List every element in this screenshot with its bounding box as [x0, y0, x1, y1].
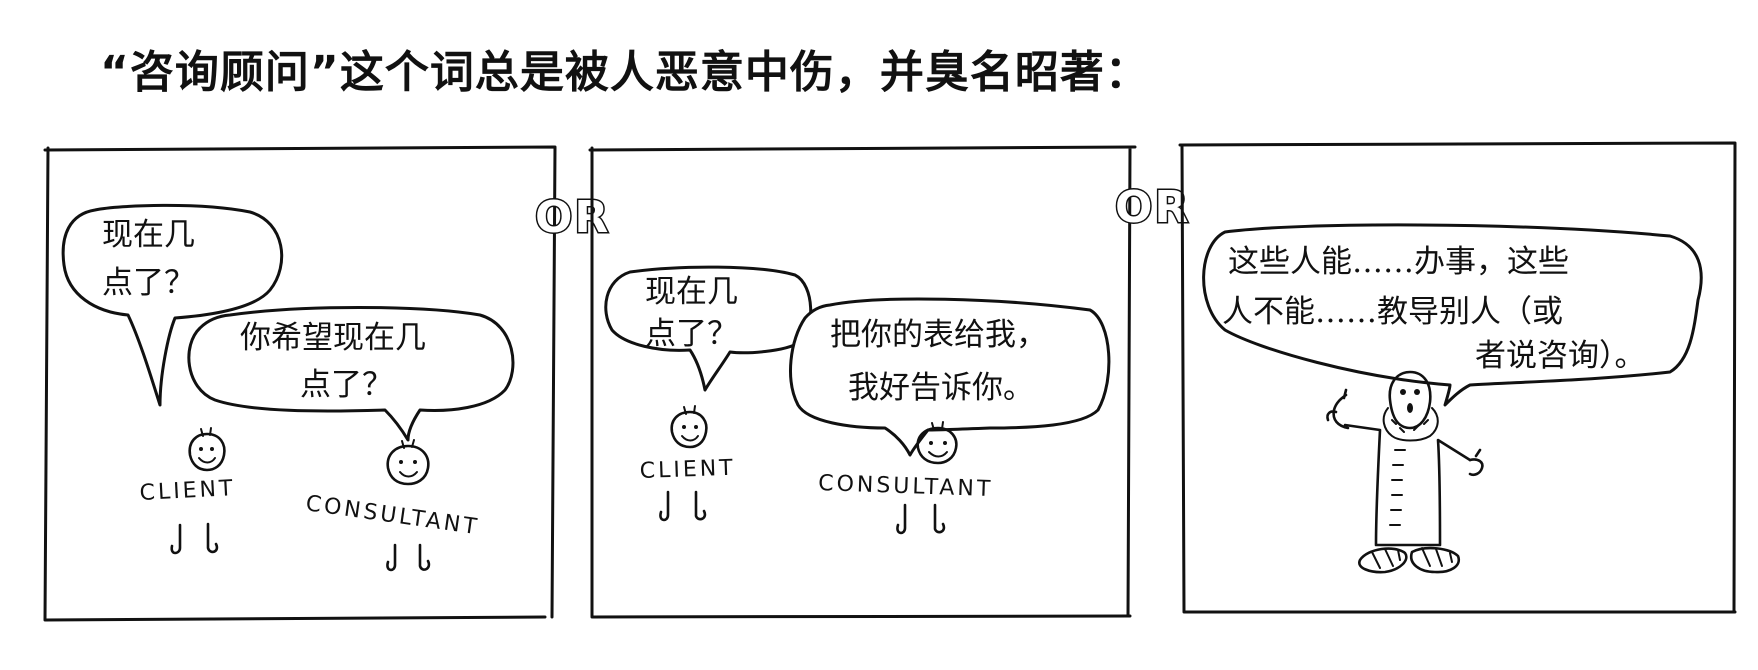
panel-1-client-text-2: 点了？ — [102, 265, 195, 301]
panel-2-client-text-1: 现在几 — [645, 274, 738, 310]
robed-man-figure — [1326, 370, 1484, 574]
panel-1-consultant-label: CONSULTANT — [304, 491, 481, 540]
panel-3-text-3: 者说咨询）。 — [1475, 338, 1646, 374]
feet-icon — [896, 503, 946, 535]
smiley-face-icon — [386, 439, 430, 486]
panel-3-text-2: 人不能……教导别人（或 — [1222, 294, 1563, 330]
panel-2-consultant-text-2: 我好告诉你。 — [848, 370, 1034, 406]
panel-1-border — [43, 145, 557, 622]
hand-icon — [1326, 388, 1350, 430]
panel-1-client-bubble — [61, 203, 284, 407]
smiley-face-icon — [188, 427, 226, 472]
sandal-icon — [1409, 546, 1461, 574]
panel-2: 现在几 点了？ 把你的表给我， 我好告诉你。 CLIENT — [588, 145, 1137, 619]
panel-3-text-1: 这些人能……办事，这些 — [1228, 244, 1569, 280]
sandal-icon — [1358, 547, 1408, 574]
panel-3-speech-bubble — [1202, 223, 1703, 407]
panel-2-client-text-2: 点了？ — [645, 316, 738, 352]
feet-icon — [170, 522, 219, 555]
feet-icon — [659, 490, 707, 522]
panel-2-consultant-label: CONSULTANT — [818, 471, 994, 502]
feet-icon — [386, 543, 431, 572]
panel-1: 现在几 点了？ 你希望现在几 点了？ CLIENT — [43, 145, 557, 622]
or-separator-1: OR — [535, 192, 610, 243]
panel-2-border — [588, 145, 1137, 619]
panel-1-consultant-bubble — [187, 306, 515, 442]
panel-1-client-label: CLIENT — [139, 476, 236, 506]
page-heading: “咨询顾问”这个词总是被人恶意中伤，并臭名昭著： — [100, 47, 1150, 98]
panel-3-border — [1178, 141, 1737, 614]
panel-3: 这些人能……办事，这些 人不能……教导别人（或 者说咨询）。 — [1178, 141, 1737, 614]
panel-2-consultant-text-1: 把你的表给我， — [830, 317, 1047, 353]
smiley-face-icon — [670, 405, 708, 449]
panel-1-consultant-text-2: 点了？ — [300, 367, 393, 403]
panel-1-client-text-1: 现在几 — [102, 217, 195, 253]
panel-2-client-bubble — [604, 265, 813, 392]
panel-2-client-label: CLIENT — [639, 456, 736, 484]
panel-1-consultant-text-1: 你希望现在几 — [240, 320, 426, 356]
or-separator-2: OR — [1115, 182, 1190, 233]
hand-icon — [1468, 448, 1484, 477]
smiley-face-icon — [916, 421, 958, 465]
